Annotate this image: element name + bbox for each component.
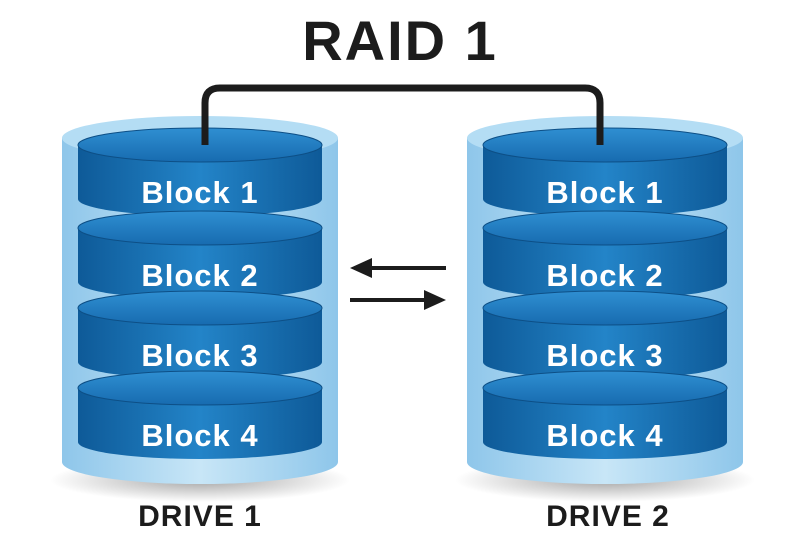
mirror-connector-line <box>201 84 604 145</box>
drive-block: Block 4 <box>482 370 728 459</box>
block-label: Block 4 <box>546 418 663 453</box>
block-label: Block 3 <box>141 338 258 373</box>
sync-left-arrow-icon <box>350 258 446 278</box>
drive-block: Block 3 <box>77 290 323 379</box>
drive-block: Block 1 <box>482 127 728 216</box>
drive-block: Block 2 <box>77 210 323 299</box>
drive-block: Block 3 <box>482 290 728 379</box>
block-label: Block 1 <box>141 175 258 210</box>
block-label: Block 3 <box>546 338 663 373</box>
drive-2-label: DRIVE 2 <box>546 500 670 533</box>
diagram-title: RAID 1 <box>302 9 498 72</box>
block-label: Block 4 <box>141 418 258 453</box>
drive-2: Block 1 Block 2 Block 3 Block 4 <box>455 116 755 502</box>
drive-1: Block 1 Block 2 Block 3 Block 4 <box>50 116 350 502</box>
drive-block: Block 4 <box>77 370 323 459</box>
drive-block: Block 1 <box>77 127 323 216</box>
block-label: Block 1 <box>546 175 663 210</box>
block-label: Block 2 <box>141 258 258 293</box>
sync-right-arrow-icon <box>350 290 446 310</box>
drive-1-label: DRIVE 1 <box>138 500 262 533</box>
block-label: Block 2 <box>546 258 663 293</box>
drive-block: Block 2 <box>482 210 728 299</box>
